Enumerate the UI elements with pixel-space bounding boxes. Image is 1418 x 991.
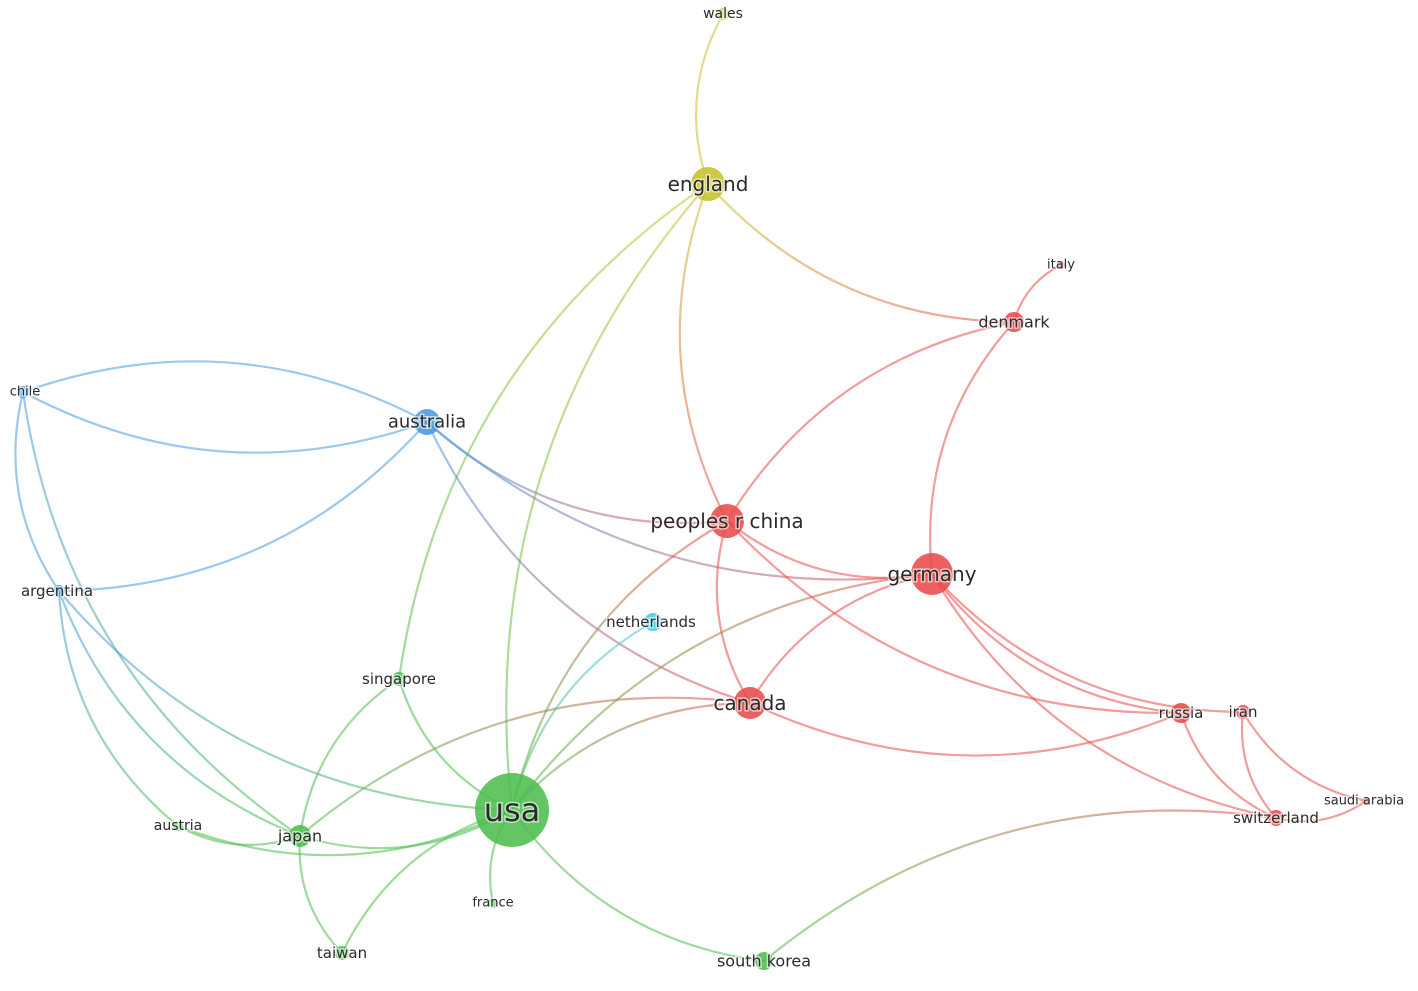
edge-russia-switzerland bbox=[1179, 711, 1278, 820]
edge-canada-usa bbox=[510, 701, 752, 812]
edge-iran-saudi_arabia bbox=[1241, 710, 1368, 803]
edge-switzerland-south_korea bbox=[762, 809, 1278, 963]
node-label-peoples-r-china: peoples r china bbox=[650, 509, 803, 533]
edge-germany-canada bbox=[748, 572, 934, 705]
edge-canada-russia bbox=[748, 701, 1183, 757]
edge-iran-switzerland bbox=[1240, 710, 1278, 820]
node-england[interactable] bbox=[691, 167, 725, 201]
edge-denmark-germany bbox=[929, 320, 1016, 576]
edge-argentina-japan bbox=[57, 589, 302, 838]
node-label-italy: italy bbox=[1047, 258, 1075, 273]
node-chile[interactable] bbox=[17, 386, 29, 398]
node-germany[interactable] bbox=[911, 553, 953, 595]
edge-chile-japan bbox=[21, 390, 302, 838]
edge-switzerland-saudi_arabia bbox=[1274, 799, 1368, 823]
edge-chile-australia bbox=[21, 390, 429, 454]
node-iran[interactable] bbox=[1236, 705, 1250, 719]
node-denmark[interactable] bbox=[1004, 312, 1024, 332]
edge-argentina-australia bbox=[57, 420, 429, 593]
edge-germany-russia bbox=[930, 572, 1183, 715]
edge-usa-south_korea bbox=[510, 808, 766, 963]
node-label-russia: russia bbox=[1159, 704, 1204, 722]
edge-australia-chile bbox=[21, 360, 429, 424]
node-taiwan[interactable] bbox=[335, 946, 349, 960]
node-italy[interactable] bbox=[1057, 261, 1065, 269]
node-russia[interactable] bbox=[1171, 703, 1191, 723]
edge-australia-canada bbox=[425, 420, 752, 705]
node-label-south-korea: south korea bbox=[717, 952, 811, 971]
node-label-usa: usa bbox=[484, 791, 541, 829]
node-saudi-arabia[interactable] bbox=[1362, 797, 1370, 805]
node-label-argentina: argentina bbox=[21, 582, 93, 600]
edge-argentina-austria bbox=[57, 589, 180, 828]
node-label-australia: australia bbox=[388, 412, 466, 433]
edge-peoples_r_china-russia bbox=[725, 519, 1183, 715]
edge-peoples_r_china-usa bbox=[510, 519, 729, 812]
edge-germany-usa bbox=[510, 572, 934, 812]
node-argentina[interactable] bbox=[53, 585, 65, 597]
edge-austria-usa bbox=[176, 808, 514, 857]
edge-australia-peoples_r_china bbox=[425, 420, 729, 525]
edge-argentina-usa bbox=[57, 589, 514, 812]
node-label-chile: chile bbox=[10, 385, 41, 400]
node-canada[interactable] bbox=[734, 687, 766, 719]
edge-germany-iran bbox=[930, 572, 1245, 714]
node-austria[interactable] bbox=[173, 821, 183, 831]
edge-germany-switzerland bbox=[930, 572, 1278, 820]
edge-england-singapore bbox=[397, 182, 710, 681]
node-label-netherlands: netherlands bbox=[606, 613, 696, 631]
node-label-switzerland: switzerland bbox=[1233, 809, 1319, 827]
node-label-taiwan: taiwan bbox=[317, 944, 367, 962]
node-label-singapore: singapore bbox=[362, 670, 436, 688]
node-label-denmark: denmark bbox=[978, 313, 1050, 332]
node-label-england: england bbox=[668, 172, 749, 196]
node-france[interactable] bbox=[488, 898, 498, 908]
edge-australia-germany bbox=[425, 420, 934, 581]
node-label-germany: germany bbox=[887, 562, 976, 586]
edge-singapore-japan bbox=[298, 677, 401, 838]
edge-denmark-peoples_r_china bbox=[725, 320, 1016, 523]
edge-england-peoples_r_china bbox=[678, 182, 729, 523]
node-switzerland[interactable] bbox=[1268, 810, 1284, 826]
node-wales[interactable] bbox=[717, 8, 729, 20]
node-singapore[interactable] bbox=[392, 672, 406, 686]
edge-england-denmark bbox=[706, 182, 1016, 324]
node-label-austria: austria bbox=[154, 818, 202, 834]
node-label-wales: wales bbox=[703, 6, 743, 22]
node-layer bbox=[17, 8, 1370, 970]
node-label-iran: iran bbox=[1228, 703, 1257, 721]
node-usa[interactable] bbox=[475, 773, 549, 847]
edge-canada-japan bbox=[298, 696, 752, 838]
node-peoples-r-china[interactable] bbox=[710, 504, 744, 538]
node-label-france: france bbox=[472, 896, 513, 911]
edge-wales-england bbox=[695, 12, 725, 186]
node-south-korea[interactable] bbox=[755, 952, 773, 970]
node-australia[interactable] bbox=[414, 409, 440, 435]
edge-peoples_r_china-canada bbox=[715, 519, 752, 705]
node-label-canada: canada bbox=[713, 691, 786, 715]
edge-england-usa bbox=[505, 182, 710, 812]
edge-layer bbox=[14, 12, 1368, 963]
node-netherlands[interactable] bbox=[644, 613, 662, 631]
edge-japan-taiwan bbox=[298, 834, 344, 955]
node-label-saudi-arabia: saudi arabia bbox=[1324, 794, 1404, 809]
node-label-japan: japan bbox=[277, 827, 322, 846]
edge-chile-argentina bbox=[14, 390, 61, 593]
label-layer: wales england italy denmark chile australia pe… bbox=[8, 5, 1405, 973]
node-japan[interactable] bbox=[289, 825, 311, 847]
edge-austria-japan bbox=[176, 824, 302, 846]
